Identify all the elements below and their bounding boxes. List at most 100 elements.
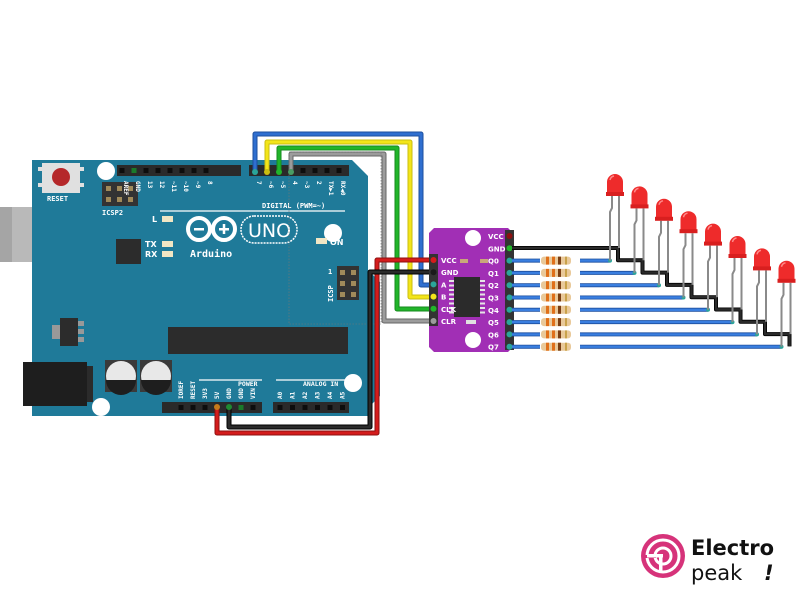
module-left-pin-label: VCC <box>441 257 457 265</box>
power-pin[interactable] <box>178 405 184 410</box>
analog-pin[interactable] <box>277 405 283 410</box>
brand-label: Arduino <box>190 248 232 260</box>
ic-legs <box>449 280 485 314</box>
resistor <box>541 281 571 290</box>
module-left-pin-label: CLR <box>441 318 457 326</box>
module-right-pin[interactable] <box>506 245 513 252</box>
regulator-leg <box>78 329 84 334</box>
wire-yellow-core <box>265 140 432 299</box>
module-left-pin[interactable] <box>430 318 437 324</box>
mounting-hole <box>344 374 362 392</box>
digital-pin[interactable] <box>179 168 185 173</box>
analog-pin-label: A2 <box>302 391 309 399</box>
analog-pin[interactable] <box>290 405 295 410</box>
digital-pin[interactable] <box>131 168 137 173</box>
digital-pin-label: 8 <box>206 181 213 185</box>
resistor <box>541 305 571 314</box>
wire-blue-core <box>253 132 432 287</box>
digital-pin-label: ~6 <box>267 181 274 189</box>
analog-pin[interactable] <box>302 405 308 410</box>
mounting-hole <box>97 162 115 180</box>
digital-pin-label: 13 <box>146 181 153 189</box>
module-left-pin[interactable] <box>430 269 437 276</box>
digital-pin[interactable] <box>167 168 173 173</box>
analog-pin[interactable] <box>315 405 320 410</box>
led-red <box>728 236 747 323</box>
power-pin[interactable] <box>238 405 244 410</box>
analog-pin[interactable] <box>340 405 345 410</box>
digital-pin-label: ~10 <box>182 181 189 192</box>
analog-pin-label: A1 <box>290 391 297 399</box>
module-left-pin[interactable] <box>430 281 437 288</box>
module-right-pin[interactable] <box>506 331 513 338</box>
module-left-pin-label: A <box>441 281 447 289</box>
microcontroller-chip <box>168 327 348 354</box>
reset-leg <box>38 183 42 187</box>
wire-red-core <box>215 258 432 435</box>
module-left-pin[interactable] <box>430 305 437 312</box>
analog-pin[interactable] <box>327 405 333 410</box>
digital-pin-label: TX▶1 <box>327 181 334 196</box>
digital-pin-label: 2 <box>315 181 322 185</box>
module-right-pin[interactable] <box>506 233 513 239</box>
analog-pin-label: A4 <box>327 391 334 399</box>
module-right-pin-label: Q5 <box>488 319 499 327</box>
digital-pin[interactable] <box>336 168 342 173</box>
digital-pin[interactable] <box>155 168 161 173</box>
logo-text-line2: peak <box>691 561 743 585</box>
module-left-pin[interactable] <box>430 293 437 300</box>
wire-gray-outline <box>288 151 382 325</box>
digital-pin[interactable] <box>300 168 306 173</box>
power-header <box>162 402 262 413</box>
usb-chip <box>116 239 141 264</box>
module-right-pin-label: Q3 <box>488 295 499 303</box>
module-right-pin[interactable] <box>506 269 513 276</box>
regulator-leg <box>78 321 84 326</box>
module-right-pin[interactable] <box>506 319 513 326</box>
module-right-pin[interactable] <box>506 257 513 264</box>
digital-pin-label: 12 <box>158 181 165 189</box>
led-red <box>606 174 624 261</box>
power-pin[interactable] <box>250 405 256 410</box>
reset-button-cap[interactable] <box>52 168 70 186</box>
power-pin[interactable] <box>202 405 208 410</box>
led-on <box>316 238 327 244</box>
digital-pin[interactable] <box>119 168 125 173</box>
led-l <box>162 216 173 222</box>
digital-pin[interactable] <box>324 168 330 173</box>
logo-text-mark: ! <box>764 561 774 585</box>
digital-pin-label: ~9 <box>194 181 201 189</box>
module-left-pin[interactable] <box>430 257 437 263</box>
mounting-hole <box>324 224 342 242</box>
module-right-pin-label: Q2 <box>488 282 499 290</box>
digital-header-high <box>117 165 241 176</box>
module-right-pin-label: VCC <box>488 233 504 241</box>
led-l-label: L <box>152 215 157 224</box>
digital-pin[interactable] <box>143 168 149 173</box>
module-right-pin-label: Q4 <box>488 307 499 315</box>
digital-pin[interactable] <box>191 168 197 173</box>
digital-pin[interactable] <box>312 168 318 173</box>
digital-pin-label: ~11 <box>170 181 177 192</box>
module-right-pin[interactable] <box>506 282 513 289</box>
analog-header <box>273 402 349 413</box>
module-right-pin[interactable] <box>506 343 513 350</box>
digital-pin-label: GND <box>134 181 141 192</box>
resistor <box>541 268 571 277</box>
icsp-label: ICSP <box>327 285 335 302</box>
resistor <box>541 256 571 265</box>
digital-pin[interactable] <box>203 168 209 173</box>
module-mounting-hole <box>465 230 481 246</box>
capacitor <box>105 360 137 395</box>
led-tx <box>162 241 173 247</box>
module-right-pin[interactable] <box>506 306 513 313</box>
module-right-pin[interactable] <box>506 294 513 301</box>
smd-resistor <box>466 320 476 324</box>
power-pin[interactable] <box>190 405 196 410</box>
icsp-pins <box>340 270 356 297</box>
